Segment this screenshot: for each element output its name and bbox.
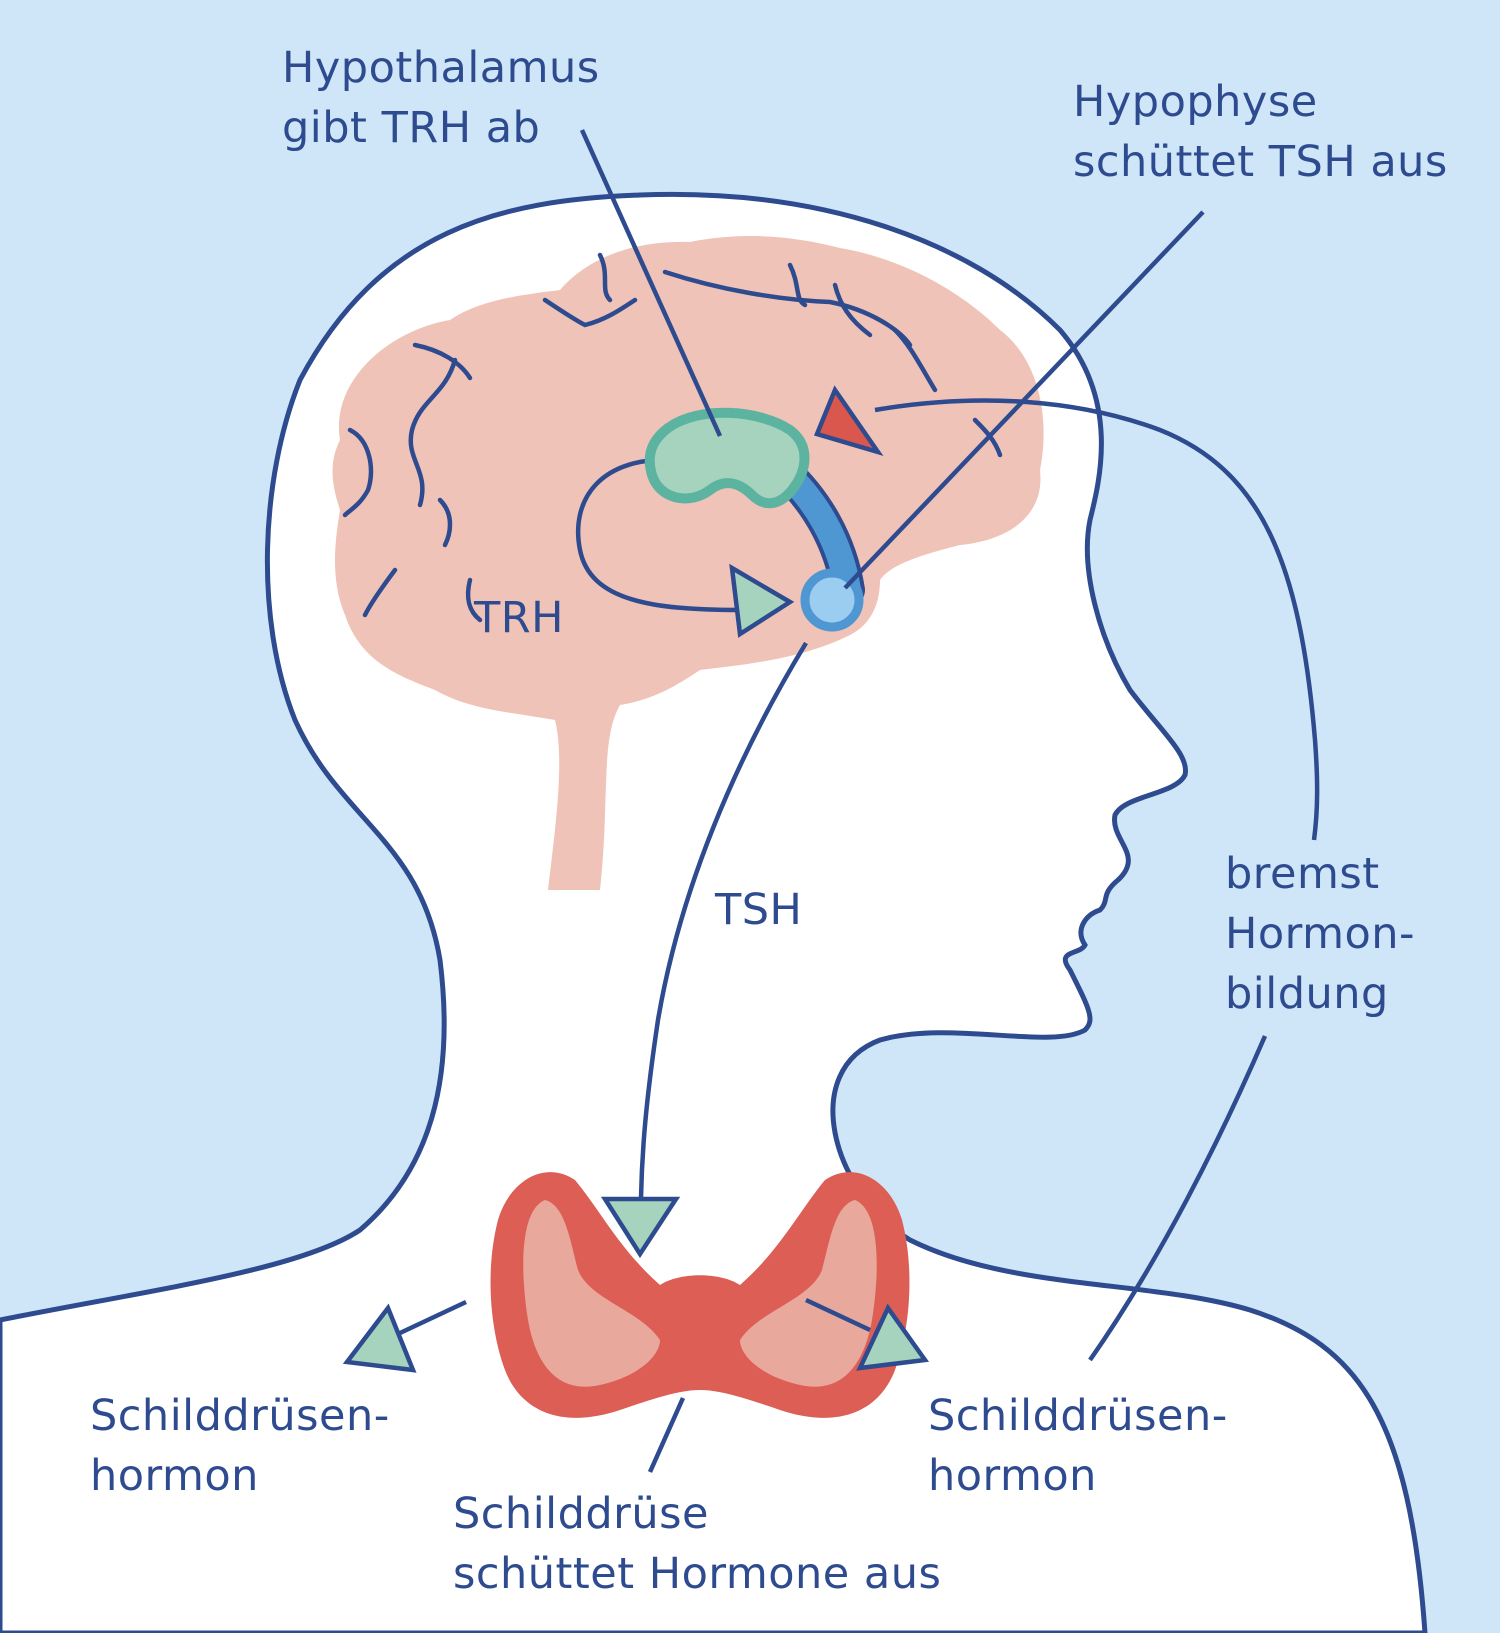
hypothalamus-shape: [644, 407, 810, 509]
thyroid-leader: [647, 1397, 686, 1473]
feedback-arrow: [813, 385, 884, 456]
thyroid-label-line-2: schüttet Hormone aus: [453, 1549, 942, 1599]
feedback-pathway: [874, 398, 1320, 841]
hypophyse-label-line-1: Hypophyse: [1073, 77, 1318, 127]
tsh-arrow: [600, 1196, 681, 1259]
thyroid-label-line-1: Schilddrüse: [453, 1489, 709, 1539]
trh-pathway: [575, 457, 741, 613]
brain-folds: [342, 252, 1003, 623]
hypothalamus-label-line-1: Hypothalamus: [282, 43, 600, 93]
hormone-right-pathway: [805, 1297, 871, 1333]
trh-label: TRH: [474, 588, 564, 648]
hormone-left-pathway: [399, 1299, 467, 1336]
hormone-right-label: Schilddrüsen- hormon: [928, 1386, 1228, 1506]
hormone-left-arrow: [342, 1303, 417, 1373]
hypophyse-leader: [843, 210, 1205, 590]
hypothalamus-label: Hypothalamus gibt TRH ab: [282, 38, 600, 158]
trh-arrow: [729, 563, 795, 638]
feedback-label-line-3: bildung: [1225, 969, 1389, 1019]
tsh-pathway: [638, 641, 808, 1199]
trh-label-text: TRH: [474, 593, 564, 643]
feedback-pathway-lower: [1088, 1035, 1268, 1362]
thyroid-left-lobe: [523, 1200, 660, 1387]
feedback-label-line-2: Hormon-: [1225, 909, 1416, 959]
hormone-right-arrow: [856, 1303, 930, 1371]
hypophyse-label: Hypophyse schüttet TSH aus: [1073, 72, 1448, 192]
feedback-label-line-1: bremst: [1225, 849, 1380, 899]
hypothalamus-leader: [579, 129, 723, 437]
tsh-label: TSH: [715, 880, 802, 940]
hormone-left-label: Schilddrüsen- hormon: [90, 1386, 390, 1506]
tsh-label-text: TSH: [715, 885, 803, 935]
hormone-right-label-line-2: hormon: [928, 1451, 1097, 1501]
brain: [332, 236, 1044, 890]
hormone-left-label-line-2: hormon: [90, 1451, 259, 1501]
hypophyse-label-line-2: schüttet TSH aus: [1073, 137, 1448, 187]
thyroid-right-lobe: [740, 1200, 877, 1387]
hormone-left-label-line-1: Schilddrüsen-: [90, 1391, 390, 1441]
hypothalamus-label-line-2: gibt TRH ab: [282, 103, 541, 153]
hormone-right-label-line-1: Schilddrüsen-: [928, 1391, 1228, 1441]
feedback-label: bremst Hormon- bildung: [1225, 844, 1415, 1024]
thyroid-label: Schilddrüse schüttet Hormone aus: [453, 1484, 941, 1604]
